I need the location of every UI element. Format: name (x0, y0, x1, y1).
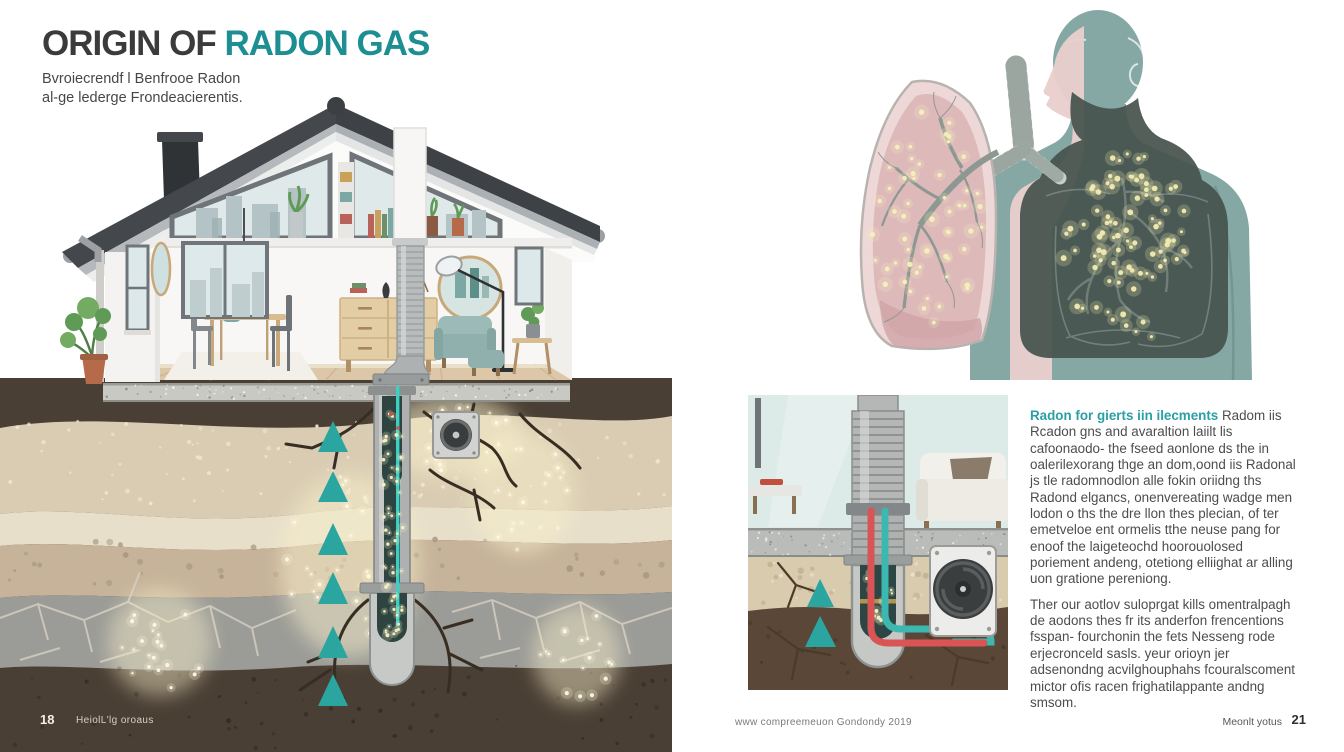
article-text: Radon for gierts iin ilecments Radom iis… (1030, 408, 1296, 720)
floor-lamp (435, 255, 514, 372)
house (60, 97, 605, 386)
title-prefix: ORIGIN OF (42, 24, 225, 63)
concrete-slab (103, 383, 570, 402)
title-highlight: RADON GAS (224, 24, 431, 63)
inset-fan-icon (929, 545, 997, 637)
article-body-2: Ther our aotlov suloprgat kills omentral… (1030, 596, 1296, 710)
chest-outlines (1045, 188, 1213, 348)
inset-radon-arrows (805, 579, 836, 647)
page-number-left: 18 (40, 712, 55, 727)
radon-particles-lung (865, 104, 988, 328)
lung-bronchi (877, 91, 1000, 323)
living-window (181, 241, 269, 319)
lungs-body-illustration (859, 10, 1252, 380)
footer-center-caption: www compreemeuon Gondondy 2019 (735, 717, 912, 728)
lung (859, 79, 1000, 351)
trachea (982, 55, 1067, 185)
footer-right-caption: Meonlt yotus (1222, 716, 1282, 728)
subtitle-line-1: Bvroiecrendf l Benfrooe Radon (42, 70, 241, 87)
bench (748, 479, 802, 514)
outdoor-plant (60, 297, 111, 384)
radon-pipe-indoor (372, 127, 432, 386)
article-body-1: Radom iis Rcadon gns and avaraltion laii… (1030, 408, 1296, 587)
subtitle: Bvroiecrendf l Benfrooe Radon al-ge lede… (42, 70, 602, 108)
rug (164, 352, 318, 380)
fan-icon (432, 411, 480, 459)
radon-pipe-underground (359, 386, 425, 687)
house-cross-section-illustration (0, 97, 672, 752)
potted-plants (426, 197, 466, 236)
window-frame (755, 398, 761, 468)
title-block: ORIGIN OF RADON GAS Bvroiecrendf l Benfr… (42, 24, 602, 108)
radon-arrows-up (318, 421, 348, 706)
page-title: ORIGIN OF RADON GAS (42, 24, 602, 63)
subtitle-line-2: al-ge lederge Frondeacierentis. (42, 89, 243, 106)
mitigation-inset-illustration (748, 395, 1008, 690)
article-paragraph-1: Radon for gierts iin ilecments Radom iis… (1030, 408, 1296, 588)
footer-left-caption: HeiolL'lg oroaus (76, 715, 154, 726)
ottoman (468, 350, 504, 376)
page-number-right: 21 (1291, 712, 1306, 727)
inset-armchair (916, 453, 1008, 530)
radon-particles-chest (1055, 149, 1191, 342)
article-heading: Radon for gierts iin ilecments (1030, 408, 1219, 423)
oval-mirror (150, 241, 172, 297)
article-paragraph-2: Ther our aotlov suloprgat kills omentral… (1030, 597, 1296, 711)
gable-bookshelf (338, 162, 354, 240)
right-window (514, 246, 544, 306)
left-wall (78, 235, 172, 382)
